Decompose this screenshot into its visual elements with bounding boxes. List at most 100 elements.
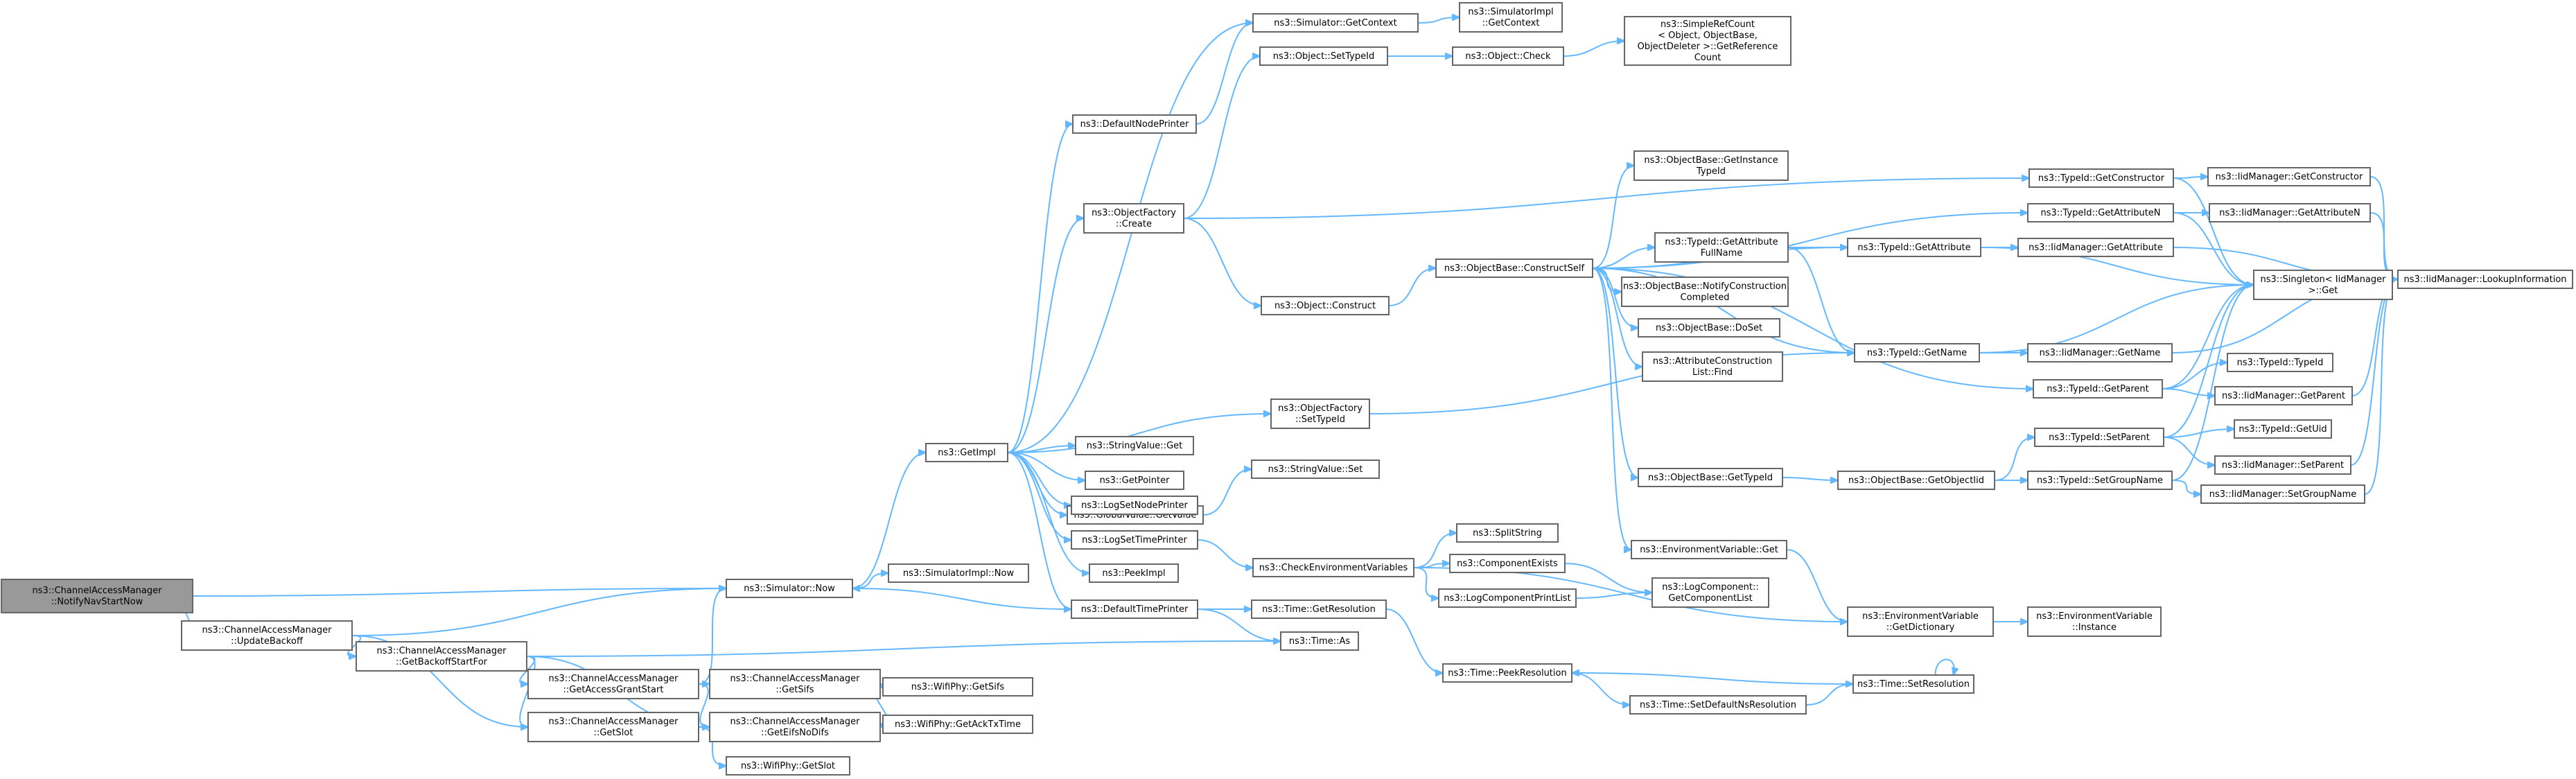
node-label: ns3::TypeId::GetAttribute — [1665, 237, 1778, 247]
node-box — [2209, 203, 2371, 222]
edge-timeSetDefaultNsResolution-to-timeSetResolution — [1805, 684, 1853, 706]
node-envVarInstance[interactable]: ns3::EnvironmentVariable::Instance — [2027, 606, 2162, 637]
edge-objectBaseConstructSelf-to-objectBaseDoSet — [1592, 268, 1638, 328]
node-getEifsNoDifs[interactable]: ns3::ChannelAccessManager::GetEifsNoDifs — [709, 712, 881, 742]
node-label: List::Find — [1692, 367, 1733, 378]
node-label: ns3::PeekImpl — [1102, 568, 1165, 579]
node-componentExists[interactable]: ns3::ComponentExists — [1449, 554, 1566, 573]
node-envVarGetDictionary[interactable]: ns3::EnvironmentVariable::GetDictionary — [1847, 606, 1994, 637]
node-stringValueSet[interactable]: ns3::StringValue::Set — [1251, 459, 1380, 479]
node-timePeekResolution[interactable]: ns3::Time::PeekResolution — [1442, 663, 1572, 683]
node-label: ns3::GetImpl — [938, 448, 996, 458]
node-wifiGetSifs[interactable]: ns3::WifiPhy::GetSifs — [882, 677, 1033, 697]
edge-updateBackoff-to-simNow — [351, 588, 726, 636]
node-defaultTimePrinter[interactable]: ns3::DefaultTimePrinter — [1071, 599, 1198, 619]
node-objectBaseGetTypeId[interactable]: ns3::ObjectBase::GetTypeId — [1638, 468, 1783, 487]
edge-objectCheck-to-simpleRefCount — [1563, 41, 1624, 57]
node-logSetTimePrinter[interactable]: ns3::LogSetTimePrinter — [1071, 530, 1198, 550]
edge-getAccessGrantStart-to-simNow — [698, 588, 726, 685]
node-iidGetConstructor[interactable]: ns3::IidManager::GetConstructor — [2207, 167, 2371, 186]
node-getSifsCam[interactable]: ns3::ChannelAccessManager::GetSifs — [709, 669, 881, 699]
node-iidGetParent[interactable]: ns3::IidManager::GetParent — [2214, 386, 2353, 405]
node-timeSetResolution[interactable]: ns3::Time::SetResolution — [1852, 674, 1974, 694]
node-notifyConstructionCompleted[interactable]: ns3::ObjectBase::NotifyConstructionCompl… — [1621, 277, 1789, 307]
node-getAccessGrantStart[interactable]: ns3::ChannelAccessManager::GetAccessGran… — [527, 669, 699, 699]
node-logComponentGetList[interactable]: ns3::LogComponent::GetComponentList — [1651, 577, 1769, 608]
node-singletonGet[interactable]: ns3::Singleton< IidManager>::Get — [2253, 270, 2393, 300]
node-wifiGetSlot[interactable]: ns3::WifiPhy::GetSlot — [726, 756, 850, 776]
node-timeGetResolution[interactable]: ns3::Time::GetResolution — [1251, 599, 1387, 619]
node-label: ns3::Object::Check — [1465, 51, 1551, 62]
node-objectSetTypeId[interactable]: ns3::Object::SetTypeId — [1259, 46, 1388, 66]
node-peekImpl[interactable]: ns3::PeekImpl — [1089, 563, 1179, 583]
node-getBackoffStartFor[interactable]: ns3::ChannelAccessManager::GetBackoffSta… — [356, 641, 527, 672]
node-checkEnvVars[interactable]: ns3::CheckEnvironmentVariables — [1252, 558, 1414, 577]
edge-timeSetResolution-to-timePeekResolution — [1572, 673, 1854, 685]
node-typeIdGetConstructor[interactable]: ns3::TypeId::GetConstructor — [2029, 168, 2174, 188]
node-label: ::GetSlot — [594, 728, 633, 738]
node-simGetContext[interactable]: ns3::Simulator::GetContext — [1252, 13, 1419, 33]
node-simImplGetContext[interactable]: ns3::SimulatorImpl::GetContext — [1459, 2, 1563, 33]
edge-objectBaseConstructSelf-to-objectBaseGetTypeId — [1592, 268, 1638, 478]
node-objectFactoryCreate[interactable]: ns3::ObjectFactory::Create — [1083, 203, 1184, 234]
node-logSetNodePrinter[interactable]: ns3::LogSetNodePrinter — [1071, 496, 1198, 515]
node-timeSetDefaultNsResolution[interactable]: ns3::Time::SetDefaultNsResolution — [1629, 695, 1807, 715]
node-iidGetAttribute[interactable]: ns3::IidManager::GetAttribute — [2017, 238, 2174, 257]
node-box — [709, 712, 881, 742]
node-typeIdSetGroupName[interactable]: ns3::TypeId::SetGroupName — [2027, 471, 2173, 490]
edge-timeGetResolution-to-timePeekResolution — [1385, 609, 1443, 673]
node-updateBackoff[interactable]: ns3::ChannelAccessManager::UpdateBackoff — [181, 620, 353, 651]
node-label: ns3::DefaultTimePrinter — [1081, 604, 1189, 615]
node-getImpl[interactable]: ns3::GetImpl — [925, 443, 1008, 462]
edge-typeIdSetParent-to-singletonGet — [2163, 285, 2254, 438]
node-label: ns3::ObjectBase::ConstructSelf — [1444, 263, 1585, 274]
node-objectBaseDoSet[interactable]: ns3::ObjectBase::DoSet — [1638, 318, 1780, 338]
node-objectFactorySetTypeId[interactable]: ns3::ObjectFactory::SetTypeId — [1270, 399, 1370, 429]
node-iidGetName[interactable]: ns3::IidManager::GetName — [2027, 343, 2173, 362]
node-iidSetParent[interactable]: ns3::IidManager::SetParent — [2214, 455, 2351, 475]
node-objectCheck[interactable]: ns3::Object::Check — [1452, 46, 1564, 66]
node-typeIdTypeId[interactable]: ns3::TypeId::TypeId — [2227, 353, 2333, 372]
node-splitString[interactable]: ns3::SplitString — [1456, 523, 1559, 543]
node-typeIdSetParent[interactable]: ns3::TypeId::SetParent — [2034, 428, 2164, 447]
node-root[interactable]: ns3::ChannelAccessManager::NotifyNavStar… — [1, 579, 193, 613]
node-objectBaseConstructSelf[interactable]: ns3::ObjectBase::ConstructSelf — [1435, 259, 1593, 278]
node-simpleRefCount[interactable]: ns3::SimpleRefCount< Object, ObjectBase,… — [1624, 16, 1791, 66]
node-box — [1638, 318, 1780, 338]
node-label: ns3::ObjectBase::DoSet — [1656, 323, 1762, 333]
node-box — [1259, 46, 1388, 66]
node-box — [1629, 695, 1807, 715]
node-typeIdGetAttribute[interactable]: ns3::TypeId::GetAttribute — [1847, 238, 1981, 257]
node-label: ns3::IidManager::GetAttribute — [2029, 243, 2163, 253]
node-simNow[interactable]: ns3::Simulator::Now — [726, 579, 853, 598]
node-typeIdGetUid[interactable]: ns3::TypeId::GetUid — [2234, 419, 2332, 439]
node-logComponentPrintList[interactable]: ns3::LogComponentPrintList — [1438, 588, 1577, 608]
node-getPointer[interactable]: ns3::GetPointer — [1085, 471, 1184, 490]
node-typeIdGetParent[interactable]: ns3::TypeId::GetParent — [2033, 379, 2163, 399]
node-label: ::GetSifs — [776, 685, 814, 695]
node-objectBaseGetObjectIid[interactable]: ns3::ObjectBase::GetObjectIid — [1837, 471, 1995, 490]
node-simImplNow[interactable]: ns3::SimulatorImpl::Now — [888, 563, 1029, 583]
node-defaultNodePrinter[interactable]: ns3::DefaultNodePrinter — [1072, 114, 1197, 134]
node-typeIdGetName[interactable]: ns3::TypeId::GetName — [1854, 343, 1980, 362]
node-box — [2029, 168, 2174, 188]
node-timeAs[interactable]: ns3::Time::As — [1280, 631, 1359, 651]
node-iidLookupInformation[interactable]: ns3::IidManager::LookupInformation — [2397, 270, 2573, 289]
edge-typeIdGetConstructor-to-singletonGet — [2173, 177, 2254, 285]
node-iidGetAttributeN[interactable]: ns3::IidManager::GetAttributeN — [2209, 203, 2371, 222]
node-label: ObjectDeleter >::GetReference — [1638, 42, 1778, 52]
node-label: ns3::ObjectFactory — [1278, 403, 1363, 414]
node-objectConstruct[interactable]: ns3::Object::Construct — [1261, 296, 1390, 315]
node-getSlotCam[interactable]: ns3::ChannelAccessManager::GetSlot — [527, 712, 699, 742]
edge-objectBaseConstructSelf-to-objectBaseGetInstanceTypeId — [1592, 166, 1634, 269]
edge-objectBaseConstructSelf-to-envVarGet — [1592, 268, 1631, 550]
node-typeIdGetAttributeN[interactable]: ns3::TypeId::GetAttributeN — [2027, 203, 2174, 222]
node-label: ns3::SimulatorImpl::Now — [903, 568, 1015, 579]
node-wifiGetAckTxTime[interactable]: ns3::WifiPhy::GetAckTxTime — [882, 715, 1033, 734]
node-stringValueGet[interactable]: ns3::StringValue::Get — [1075, 436, 1194, 455]
node-iidSetGroupName[interactable]: ns3::IidManager::SetGroupName — [2200, 484, 2365, 504]
node-envVarGet[interactable]: ns3::EnvironmentVariable::Get — [1631, 540, 1787, 559]
